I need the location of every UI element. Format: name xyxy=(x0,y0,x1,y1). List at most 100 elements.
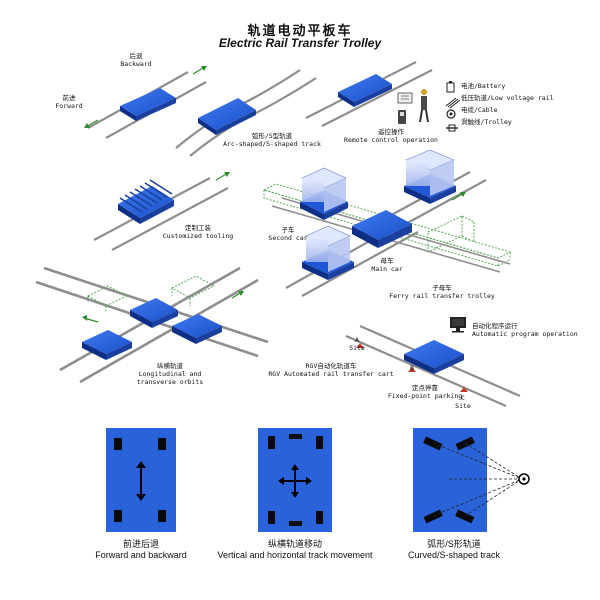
label-en: Second car xyxy=(268,234,308,242)
wheel xyxy=(158,438,166,450)
second-car xyxy=(404,149,456,204)
four-way-arrow-icon xyxy=(278,464,312,498)
trolley xyxy=(198,98,256,135)
vertical-arrow-icon xyxy=(136,461,146,501)
site-marker-icon xyxy=(356,343,468,392)
scene-forward-backward xyxy=(84,66,207,139)
label-ferry: 子母车 Ferry rail transfer trolley xyxy=(382,284,502,300)
caption-forward-backward: 前进后退 Forward and backward xyxy=(71,539,211,561)
control-box-icon xyxy=(397,92,413,104)
label-site-b: B xyxy=(402,364,422,372)
label-program: 自动化程序运行 Automatic program operation xyxy=(472,322,578,338)
page-subtitle: Electric Rail Transfer Trolley xyxy=(218,36,382,50)
power-legend: 电池/Battery 低压轨道/Low voltage rail 电缆/Cabl… xyxy=(461,82,554,130)
motion-mode-forward-backward xyxy=(106,428,176,532)
scene-ferry-trolley xyxy=(262,149,512,297)
label-en: Longitudinal and xyxy=(138,370,202,378)
scene-customized-tooling xyxy=(93,172,230,251)
arrow-icon xyxy=(84,119,99,128)
second-car xyxy=(300,167,348,220)
trolley xyxy=(172,314,222,344)
label-remote: 遥控操作 Remote control operation xyxy=(336,128,446,144)
caption-curved: 弧形/S形轨道 Curved/S-shaped track xyxy=(392,539,516,561)
remote-controller-icon xyxy=(398,110,406,124)
trolley xyxy=(118,186,174,224)
label-en: Customized tooling xyxy=(162,232,234,240)
label-en: transverse orbits xyxy=(136,378,204,386)
label-cn: 定点停靠 xyxy=(412,384,438,392)
label-en: Main car xyxy=(371,265,403,273)
label-letter: A xyxy=(355,336,359,344)
trolley xyxy=(130,298,178,328)
caption-en: Vertical and horizontal track movement xyxy=(217,550,373,560)
wheel xyxy=(158,510,166,522)
caption-cn: 弧形/S形轨道 xyxy=(427,539,481,549)
turning-guide-lines xyxy=(432,442,523,517)
label-cn: 自动化程序运行 xyxy=(472,322,518,330)
label-forward: 前进 Forward xyxy=(44,94,94,110)
motion-mode-curved xyxy=(413,428,530,532)
label-main-car: 母车 Main car xyxy=(362,257,412,273)
battery-icon xyxy=(446,81,455,93)
operator-icon xyxy=(419,89,429,123)
arrow-icon xyxy=(82,315,99,323)
label-tooling: 定制工装 Customized tooling xyxy=(158,224,238,240)
legend-item-cable: 电缆/Cable xyxy=(461,106,498,114)
label-cn: RGV自动化轨道车 xyxy=(305,362,357,370)
trolley-line-icon xyxy=(446,124,458,132)
wheel xyxy=(114,438,122,450)
arrow-icon xyxy=(215,172,230,181)
trolley xyxy=(82,330,132,360)
turning-center-icon xyxy=(518,473,530,485)
label-arc-track: 弧形/S型轨道 Arc-shaped/S-shaped track xyxy=(212,132,332,148)
caption-en: Forward and backward xyxy=(95,550,187,560)
label-site-c: C Site xyxy=(452,394,474,410)
arrow-icon xyxy=(192,66,207,75)
motion-mode-vertical-horizontal xyxy=(258,428,332,532)
scene-remote-control xyxy=(305,61,433,127)
caption-cn: 前进后退 xyxy=(122,539,159,549)
label-en: Backward xyxy=(120,60,152,68)
wheel xyxy=(114,510,122,522)
label-en: Automatic program operation xyxy=(472,330,578,338)
main-car xyxy=(352,210,412,248)
cable-icon xyxy=(446,109,456,119)
caption-cn: 纵横轨道移动 xyxy=(267,539,322,549)
label-second-car: 子车 Second car xyxy=(258,226,318,242)
scene-arc-track xyxy=(175,69,317,157)
page-title: 轨道电动平板车 xyxy=(247,24,353,39)
label-cn: 子母车 xyxy=(432,284,452,292)
scene-orbits xyxy=(35,266,269,384)
legend-item-battery: 电池/Battery xyxy=(461,82,506,90)
label-cn: 母车 xyxy=(380,257,394,265)
label-letter: C xyxy=(461,394,465,402)
caption-en: Curved/S-shaped track xyxy=(407,550,501,560)
trolley xyxy=(120,88,176,121)
second-car xyxy=(302,225,354,280)
label-cn: 定制工装 xyxy=(185,224,211,232)
legend-item-low-voltage-rail: 低压轨道/Low voltage rail xyxy=(461,94,554,102)
label-cn: 后退 xyxy=(129,52,143,60)
label-cn: 弧形/S型轨道 xyxy=(251,132,293,140)
label-letter: B xyxy=(410,364,414,372)
label-en: Fixed-point parking xyxy=(387,392,463,400)
caption-vertical-horizontal: 纵横轨道移动 Vertical and horizontal track mov… xyxy=(200,539,390,561)
arrow-icon xyxy=(451,192,466,201)
label-orbits: 纵横轨道 Longitudinal and transverse orbits xyxy=(120,362,220,386)
low-voltage-rail-icon xyxy=(445,97,461,109)
label-en: Remote control operation xyxy=(344,136,438,144)
label-word: Site xyxy=(455,402,471,410)
label-parking: 定点停靠 Fixed-point parking xyxy=(380,384,470,400)
arrow-icon xyxy=(231,291,244,299)
label-cn: 子车 xyxy=(281,226,295,234)
label-en: Arc-shaped/S-shaped track xyxy=(223,140,321,148)
label-cn: 前进 xyxy=(62,94,76,102)
label-backward: 后退 Backward xyxy=(116,52,156,68)
label-cn: 纵横轨道 xyxy=(157,362,183,370)
tooling-fixture xyxy=(119,179,173,213)
label-rgv: RGV自动化轨道车 RGV Automated rail transfer ca… xyxy=(256,362,406,378)
label-en: Forward xyxy=(55,102,83,110)
label-cn: 遥控操作 xyxy=(378,128,404,136)
legend-item-trolley: 滑触线/Trolley xyxy=(461,118,512,126)
